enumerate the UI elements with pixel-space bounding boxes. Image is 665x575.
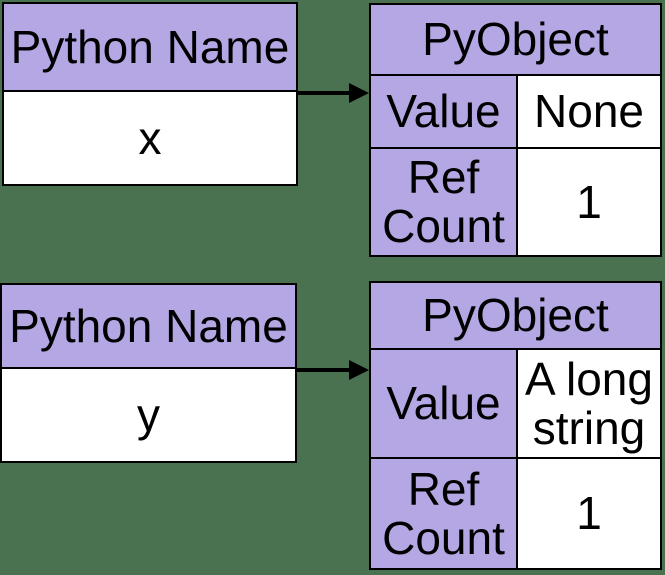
python-name-box-x: Python Name x xyxy=(2,2,298,186)
python-name-box-y: Python Name y xyxy=(0,283,297,463)
arrow-y-to-pyobject xyxy=(297,360,369,380)
value-cell: A long string xyxy=(518,350,660,457)
refcount-label: Ref Count xyxy=(371,459,518,568)
value-cell: None xyxy=(518,76,660,147)
python-name-header: Python Name xyxy=(2,285,295,369)
refcount-cell: 1 xyxy=(518,459,660,568)
value-label: Value xyxy=(371,350,518,457)
arrow-x-to-pyobject xyxy=(297,83,369,103)
python-name-header: Python Name xyxy=(4,4,296,92)
pyobject-table-none: PyObject Value None Ref Count 1 xyxy=(369,3,662,257)
refcount-cell: 1 xyxy=(518,149,660,255)
pyobject-title: PyObject xyxy=(371,5,660,76)
python-name-value-x: x xyxy=(4,92,296,184)
pyobject-title: PyObject xyxy=(371,283,660,350)
table-row: Value None xyxy=(371,76,660,149)
table-row: Value A long string xyxy=(371,350,660,459)
value-label: Value xyxy=(371,76,518,147)
python-name-value-y: y xyxy=(2,369,295,461)
pyobject-table-string: PyObject Value A long string Ref Count 1 xyxy=(369,281,662,570)
refcount-label: Ref Count xyxy=(371,149,518,255)
table-row: Ref Count 1 xyxy=(371,149,660,255)
table-row: Ref Count 1 xyxy=(371,459,660,568)
